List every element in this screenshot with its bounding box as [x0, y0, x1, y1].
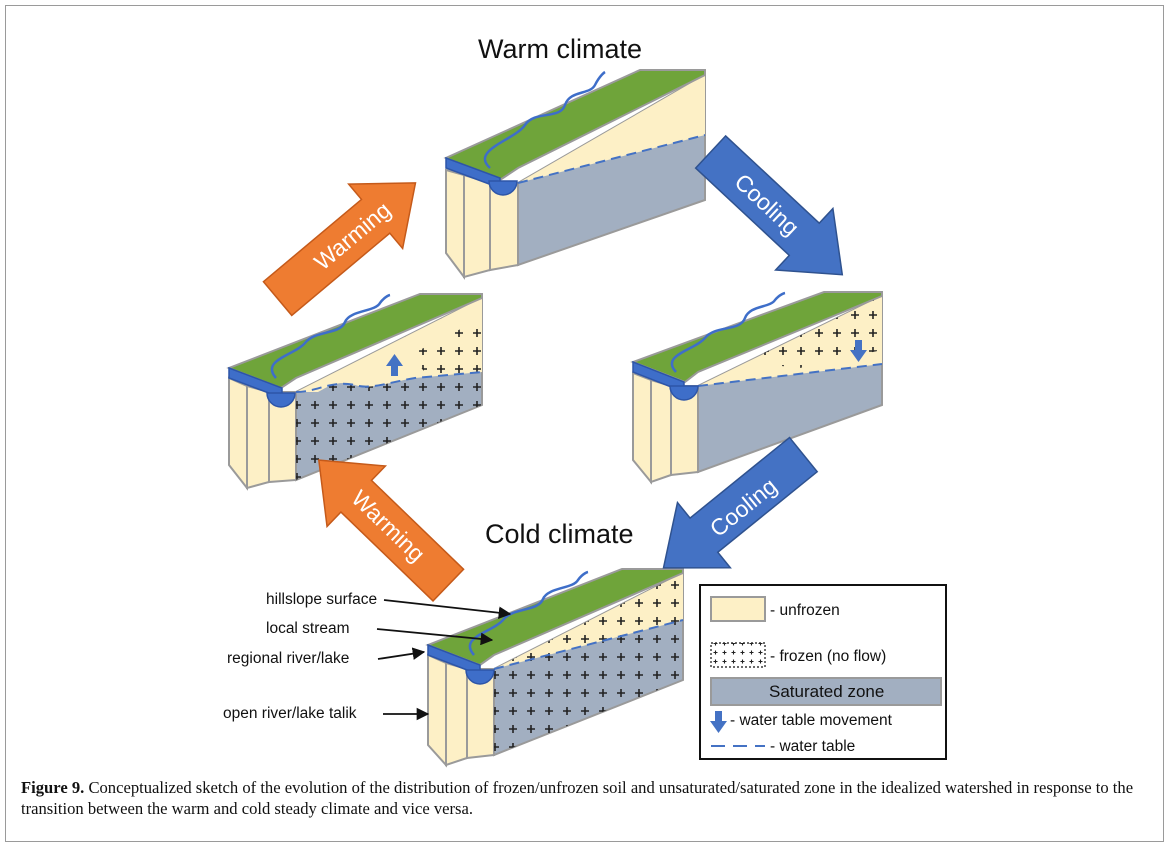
label-open-talik: open river/lake talik — [223, 705, 357, 722]
warming-arrow-lower — [317, 459, 465, 603]
cooling-arrow-lower — [662, 436, 819, 569]
legend: - unfrozen - frozen (no flow) Saturated … — [699, 584, 947, 760]
caption-label: Figure 9. — [21, 778, 85, 797]
pointer-regional-river — [377, 647, 426, 660]
legend-unfrozen-label: - unfrozen — [770, 602, 840, 619]
label-local-stream: local stream — [266, 620, 350, 637]
legend-saturated-swatch — [710, 677, 942, 706]
legend-water-table-arrow-icon — [710, 711, 727, 733]
legend-water-table-label: - water table — [770, 738, 855, 755]
pointer-hillslope — [383, 599, 512, 620]
legend-wt-movement-label: - water table movement — [730, 712, 893, 729]
label-hillslope-surface: hillslope surface — [266, 591, 377, 608]
figure-caption: Figure 9. Conceptualized sketch of the e… — [21, 777, 1151, 819]
cooling-transition-block — [630, 291, 883, 485]
legend-saturated-label: Saturated zone — [769, 682, 884, 701]
caption-text: Conceptualized sketch of the evolution o… — [21, 778, 1134, 818]
legend-frozen-label: - frozen (no flow) — [770, 648, 886, 665]
legend-unfrozen-swatch — [710, 596, 766, 622]
warm-climate-title: Warm climate — [478, 34, 642, 64]
warm-climate-block — [443, 69, 706, 280]
cold-climate-title: Cold climate — [485, 519, 634, 549]
label-regional-river: regional river/lake — [227, 650, 349, 667]
cold-climate-block — [425, 568, 684, 768]
cooling-arrow-upper: Cooling — [694, 134, 844, 276]
pointer-local-stream — [376, 628, 494, 646]
warming-transition-block — [226, 293, 483, 491]
figure-diagram: Warm climate Cold climate — [223, 34, 947, 768]
